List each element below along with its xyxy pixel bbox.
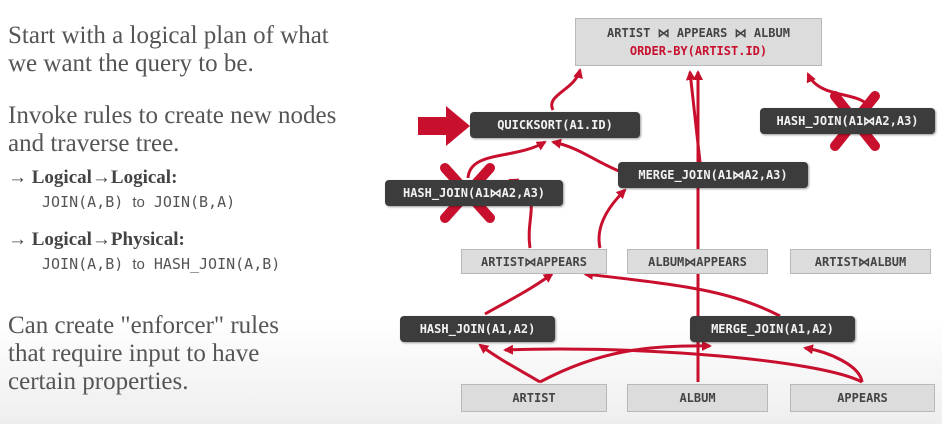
p3-line2: that require input to have <box>8 340 260 367</box>
node-artist-label: ARTIST <box>512 391 556 405</box>
node-hash-join-right: HASH_JOIN(A1⋈A2,A3) <box>760 108 935 134</box>
node-album-appears: ALBUM⋈APPEARS <box>627 249 768 274</box>
node-artist: ARTIST <box>461 384 607 412</box>
node-merge-join-low-label: MERGE_JOIN(A1,A2) <box>711 322 834 336</box>
node-artist-album: ARTIST⋈ALBUM <box>790 249 931 274</box>
node-root: ARTIST ⋈ APPEARS ⋈ ALBUM ORDER-BY(ARTIST… <box>575 18 822 66</box>
node-appears-label: APPEARS <box>837 391 888 405</box>
p3-line3: certain properties. <box>8 368 189 395</box>
node-album-label: ALBUM <box>679 391 716 405</box>
p3-line1: Can create "enforcer" rules <box>8 312 279 339</box>
node-hash-join-right-label: HASH_JOIN(A1⋈A2,A3) <box>776 114 919 128</box>
node-quicksort: QUICKSORT(A1.ID) <box>470 112 640 138</box>
node-appears: APPEARS <box>790 384 935 412</box>
node-merge-join-low: MERGE_JOIN(A1,A2) <box>690 316 855 342</box>
p2-line1: Invoke rules to create new nodes <box>8 102 337 129</box>
node-hash-join-left-label: HASH_JOIN(A1⋈A2,A3) <box>402 186 546 200</box>
node-quicksort-label: QUICKSORT(A1.ID) <box>497 118 613 132</box>
node-root-line2: ORDER-BY(ARTIST.ID) <box>629 44 768 58</box>
node-album: ALBUM <box>627 384 768 412</box>
rule1-code-b: JOIN(B,A) <box>153 193 236 211</box>
p1-line1: Start with a logical plan of what <box>8 22 329 49</box>
rule2-code-a: JOIN(A,B) <box>42 255 124 273</box>
rule2-code-b: HASH_JOIN(A,B) <box>153 255 281 273</box>
node-hash-join-left: HASH_JOIN(A1⋈A2,A3) <box>385 180 563 206</box>
rule1-to: to <box>132 194 145 211</box>
node-artist-appears-label: ARTIST⋈APPEARS <box>481 254 587 269</box>
node-hash-join-low: HASH_JOIN(A1,A2) <box>400 316 555 342</box>
p1-line2: we want the query to be. <box>8 50 254 77</box>
rule1-code-a: JOIN(A,B) <box>42 193 124 211</box>
paragraph-enforcer: Can create "enforcer" rules that require… <box>8 312 279 396</box>
node-artist-album-label: ARTIST⋈ALBUM <box>814 254 907 269</box>
node-artist-appears: ARTIST⋈APPEARS <box>461 249 607 274</box>
rule2-to: to <box>132 256 145 273</box>
node-root-line1: ARTIST ⋈ APPEARS ⋈ ALBUM <box>607 26 790 40</box>
rule1-arrow: → <box>8 167 27 188</box>
node-hash-join-low-label: HASH_JOIN(A1,A2) <box>419 322 536 336</box>
node-album-appears-label: ALBUM⋈APPEARS <box>648 254 747 269</box>
node-merge-join-mid: MERGE_JOIN(A1⋈A2,A3) <box>618 162 808 188</box>
rule-logical-logical: → Logical→Logical: JOIN(A,B) to JOIN(B,A… <box>8 166 235 213</box>
paragraph-logical-plan: Start with a logical plan of what we wan… <box>8 22 329 78</box>
rule1-title: Logical→Logical: <box>31 167 178 188</box>
p2-line2: and traverse tree. <box>8 130 180 157</box>
paragraph-invoke-rules: Invoke rules to create new nodes and tra… <box>8 102 336 158</box>
rule-logical-physical: → Logical→Physical: JOIN(A,B) to HASH_JO… <box>8 228 280 275</box>
rule2-title: Logical→Physical: <box>31 229 185 250</box>
rule2-arrow: → <box>8 229 27 250</box>
node-merge-join-mid-label: MERGE_JOIN(A1⋈A2,A3) <box>638 168 788 182</box>
